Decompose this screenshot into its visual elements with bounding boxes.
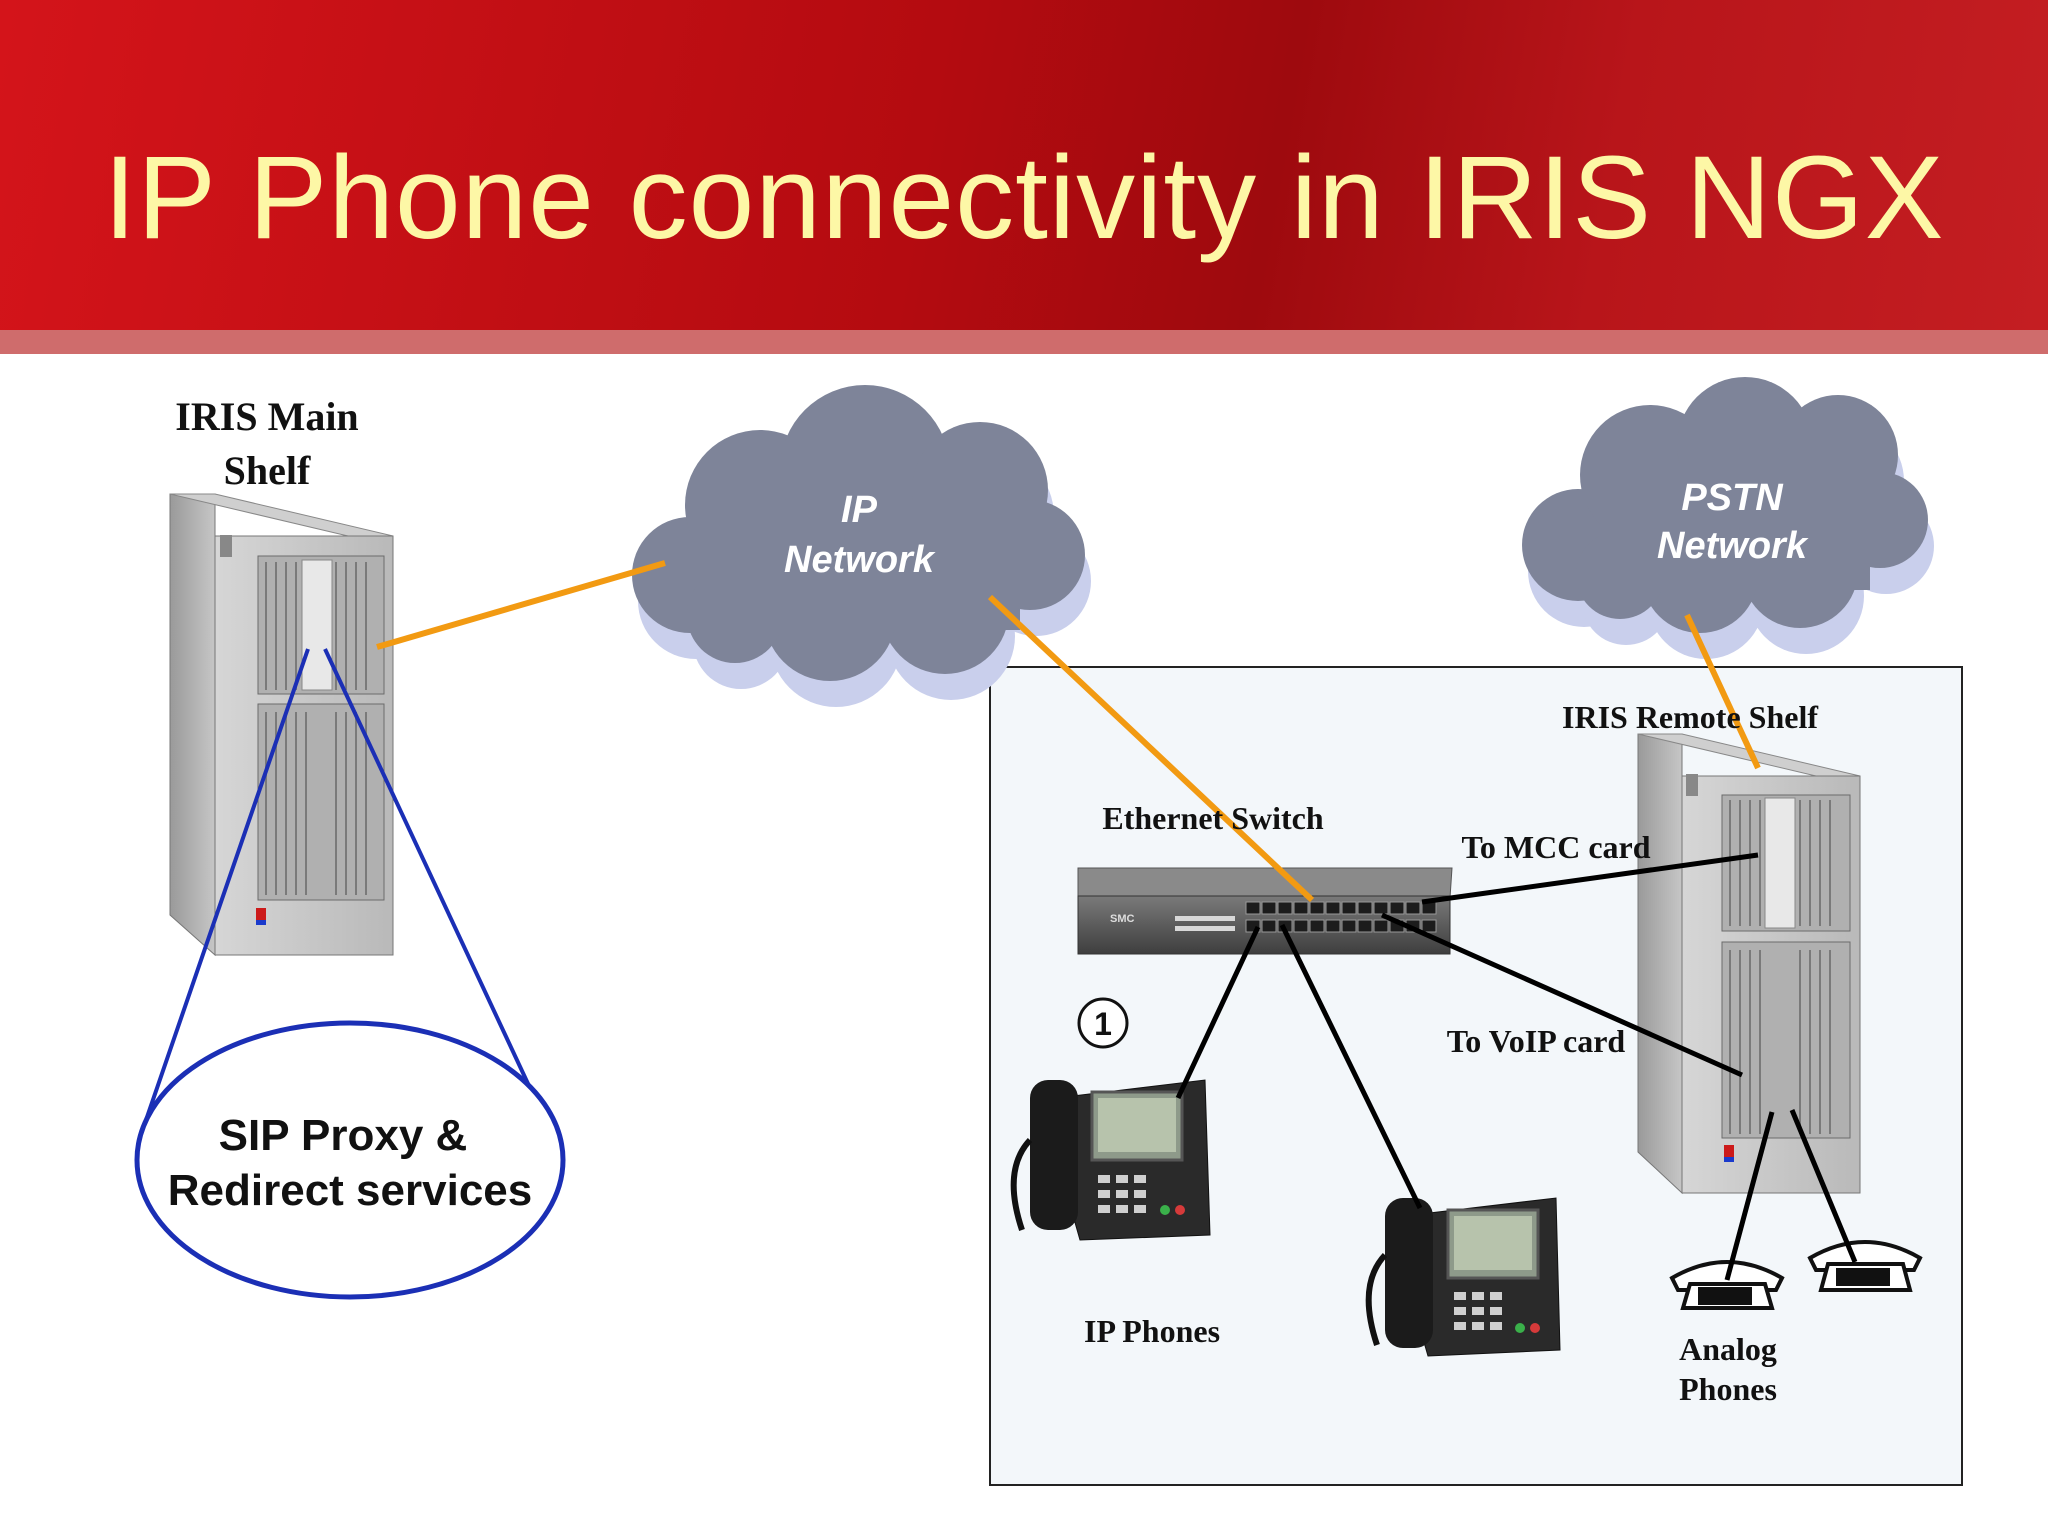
sip-callout-pointer-left <box>143 648 310 1124</box>
ip-phones-label: IP Phones <box>1084 1313 1220 1349</box>
main-shelf-label-line2: Shelf <box>224 448 311 493</box>
ip-network-to-switch-link <box>987 594 1315 903</box>
switch-to-ip-phone-1-cable <box>1175 925 1261 1100</box>
pstn-network-cloud <box>1522 377 1934 659</box>
pstn-to-remote-shelf-link <box>1684 613 1761 770</box>
ip-phone-2 <box>1365 1197 1561 1357</box>
title-banner-stripe <box>0 330 2048 354</box>
pstn-network-label-line1: PSTN <box>1681 477 1784 519</box>
analog-phones-label-line1: Analog <box>1679 1331 1777 1367</box>
remote-shelf-to-analog-phone-2-cable <box>1789 1109 1858 1263</box>
ethernet-switch-label: Ethernet Switch <box>1102 800 1324 836</box>
switch-to-mcc-cable <box>1421 852 1759 905</box>
switch-to-ip-phone-2-cable <box>1279 923 1423 1210</box>
iris-remote-shelf <box>1637 733 1861 1195</box>
analog-phone-2 <box>1807 1240 1923 1292</box>
switch-to-voip-cable <box>1380 912 1744 1078</box>
remote-shelf-label: IRIS Remote Shelf <box>1562 699 1818 735</box>
ip-network-cloud <box>632 385 1091 707</box>
main-shelf-label-line1: IRIS Main <box>175 394 358 439</box>
slide-title: IP Phone connectivity in IRIS NGX <box>103 132 1945 264</box>
sip-callout-oval <box>134 1020 566 1300</box>
sip-services-label-line1: SIP Proxy & <box>219 1111 468 1160</box>
sip-callout <box>134 648 566 1300</box>
analog-phone-1 <box>1669 1260 1785 1310</box>
pstn-network-label-line2: Network <box>1657 525 1809 567</box>
sip-services-label-line2: Redirect services <box>168 1166 532 1215</box>
ip-phone-1 <box>1010 1079 1211 1241</box>
remote-shelf-to-analog-phone-1-cable <box>1724 1111 1775 1281</box>
marker-number: 1 <box>1094 1006 1112 1042</box>
analog-phones-label-line2: Phones <box>1679 1371 1777 1407</box>
to-voip-card-label: To VoIP card <box>1447 1023 1626 1059</box>
ip-network-links <box>376 560 1761 903</box>
marker-circle <box>1077 997 1129 1049</box>
ip-network-label-line2: Network <box>784 539 936 581</box>
iris-main-shelf <box>169 493 394 957</box>
lan-cables <box>1175 852 1858 1281</box>
title-banner <box>0 0 2048 330</box>
to-mcc-card-label: To MCC card <box>1461 829 1650 865</box>
ethernet-switch: SMC <box>1077 867 1453 955</box>
sip-callout-pointer-right <box>323 648 539 1104</box>
switch-brand-label: SMC <box>1110 913 1135 925</box>
main-shelf-to-ip-network-link <box>376 560 666 650</box>
ip-network-label-line1: IP <box>841 489 878 531</box>
